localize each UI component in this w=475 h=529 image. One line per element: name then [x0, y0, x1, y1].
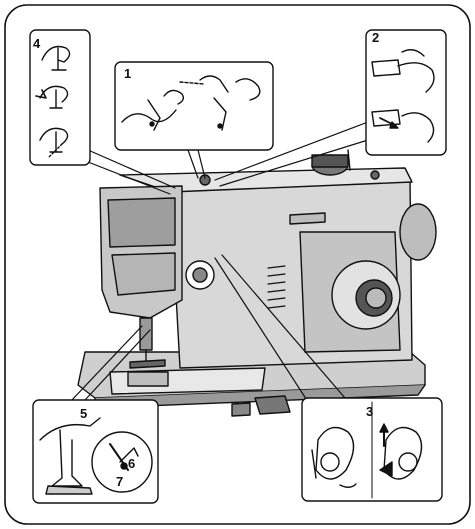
callout-label-3: 3 [366, 404, 373, 419]
callout-label-4: 4 [33, 36, 41, 51]
callout-label-7: 7 [116, 474, 123, 489]
sewing-machine [78, 150, 436, 416]
callout-label-1: 1 [124, 66, 131, 81]
inset-2 [366, 30, 446, 155]
callout-label-5: 5 [80, 406, 87, 421]
callout-label-2: 2 [372, 30, 379, 45]
callout-label-6: 6 [128, 456, 135, 471]
inset-5-6-7 [33, 400, 158, 503]
inset-1 [115, 62, 273, 150]
